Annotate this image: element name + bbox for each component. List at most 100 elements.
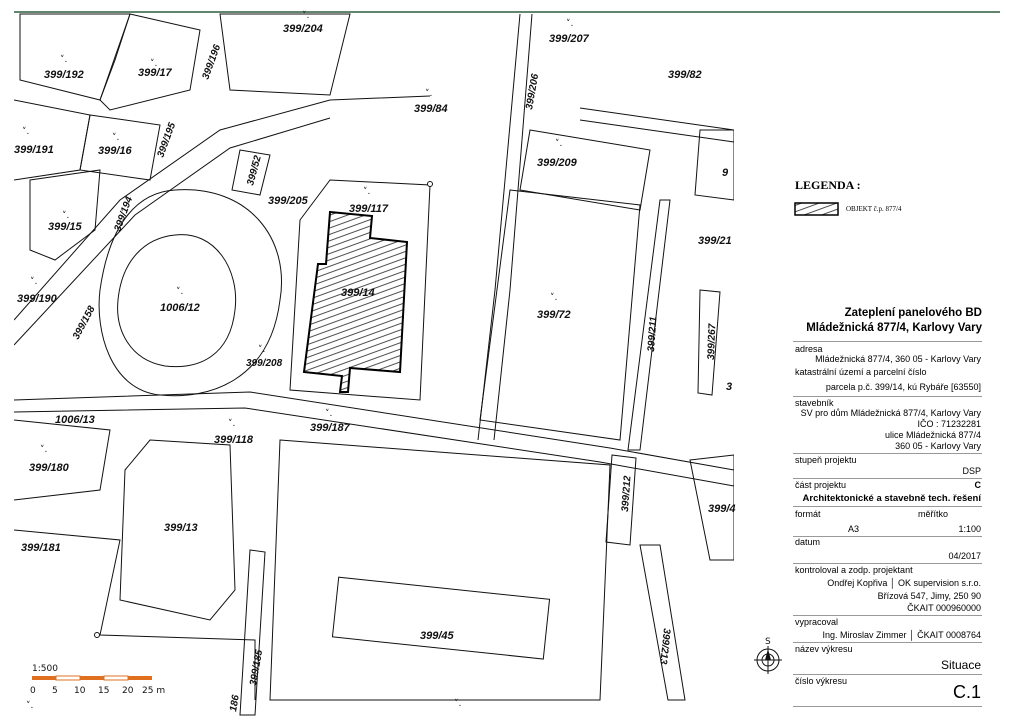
parcel-label: 399/211 (646, 316, 659, 353)
drawing-name-label: název výkresu (795, 644, 853, 654)
scale-bar: 1:500 0 5 10 15 20 25 m (30, 664, 165, 696)
svg-text:˅.: ˅. (26, 701, 33, 711)
project-title-address: Mládežnická 877/4, Karlovy Vary (806, 322, 982, 334)
stage-label: stupeň projektu (795, 455, 857, 465)
parcel-label: 399/192 (44, 69, 84, 81)
scale-tick: 10 (74, 686, 86, 696)
parcel-label: 399/209 (537, 157, 578, 169)
parcel-label: 399/118 (214, 434, 254, 446)
parcel-label: 399/187 (310, 422, 351, 434)
parcel-label: 399/207 (549, 33, 590, 45)
svg-text:˅.: ˅. (555, 139, 562, 149)
parcel-label: 1006/13 (55, 414, 95, 426)
svg-text:˅.: ˅. (325, 409, 332, 419)
cadastre-value: parcela p.č. 399/14, kú Rybáře [63550] (825, 382, 981, 392)
parcel-label: 399/4 (708, 503, 736, 515)
scale-tick: 15 (98, 686, 109, 696)
drawing-name-value: Situace (940, 658, 981, 672)
svg-text:˅.: ˅. (258, 345, 265, 355)
parcel-label: 186 (228, 694, 242, 713)
parcel-label: 3 (726, 381, 732, 393)
checked-label: kontroloval a zodp. projektant (795, 565, 913, 575)
parcel-label: 399/14 (341, 287, 375, 299)
svg-text:˅.: ˅. (302, 11, 309, 21)
parcel-label: 399/72 (537, 309, 571, 321)
drawing-number-label: číslo výkresu (795, 676, 848, 686)
svg-text:˅.: ˅. (30, 277, 37, 287)
svg-text:˅.: ˅. (60, 55, 67, 65)
stage-value: DSP (962, 466, 981, 476)
checked-line: Břízová 547, Jimy, 250 90 (877, 591, 981, 601)
parcel-label: 399/208 (246, 358, 283, 369)
north-arrow-icon: S (754, 637, 782, 674)
parcel-label: 1006/12 (160, 302, 200, 314)
parcel-label: 9 (722, 167, 729, 179)
drawn-label: vypracoval (795, 617, 839, 627)
parcel-label: 399/84 (414, 103, 448, 115)
builder-line: SV pro dům Mládežnická 877/4, Karlovy Va… (800, 408, 981, 418)
svg-text:˅.: ˅. (363, 187, 370, 197)
parcel-label: 399/16 (98, 145, 133, 157)
parcel-labels: ˅.399/192 ˅.399/17 399/196 ˅.399/204 ˅.3… (14, 11, 736, 713)
date-label: datum (795, 537, 821, 547)
scale-value: 1:100 (958, 524, 981, 534)
parcel-label: 399/82 (668, 69, 702, 81)
parcel-label: 399/45 (420, 630, 455, 642)
parcel-label: 399/21 (698, 235, 732, 247)
scale-tick: 5 (52, 686, 58, 696)
svg-text:˅.: ˅. (22, 127, 29, 137)
svg-text:˅.: ˅. (62, 211, 69, 221)
address-value: Mládežnická 877/4, 360 05 - Karlovy Vary (815, 354, 981, 364)
part-label: část projektu (795, 480, 847, 490)
svg-text:˅.: ˅. (112, 133, 119, 143)
project-title: Zateplení panelového BD (844, 307, 982, 319)
scale-tick: 0 (30, 686, 36, 696)
svg-text:˅.: ˅. (566, 19, 573, 29)
parcel-label: 399/191 (14, 144, 54, 156)
part-name: Architektonické a stavebně tech. řešení (802, 493, 981, 504)
date-value: 04/2017 (948, 551, 981, 561)
checked-line: ČKAIT 000960000 (907, 603, 981, 613)
checked-line: Ondřej Kopřiva │ OK supervision s.r.o. (827, 578, 981, 588)
builder-line: IČO : 71232281 (917, 419, 981, 429)
svg-text:S: S (765, 637, 771, 647)
parcel-label: 399/181 (21, 542, 61, 554)
legend-title: LEGENDA : (795, 178, 861, 192)
scale-ratio: 1:500 (32, 664, 58, 674)
parcel-label: 399/13 (164, 522, 198, 534)
svg-text:˅.: ˅. (40, 445, 47, 455)
svg-text:˅.: ˅. (228, 419, 235, 429)
builder-line: ulice Mládežnická 877/4 (884, 430, 981, 440)
parcel-label: 399/180 (29, 462, 70, 474)
parcel-label: 399/212 (620, 475, 634, 512)
scale-label: měřítko (918, 509, 949, 519)
cadastre-label: katastrální území a parcelní číslo (795, 367, 927, 377)
format-label: formát (795, 509, 821, 519)
address-label: adresa (795, 344, 823, 354)
svg-text:˅.: ˅. (150, 59, 157, 69)
drawing-number-value: C.1 (952, 682, 981, 702)
parcel-label: 399/117 (349, 203, 389, 215)
parcel-label: 399/204 (283, 23, 323, 35)
parcel-label: 399/205 (268, 195, 309, 207)
parcel-label: 399/15 (48, 221, 83, 233)
legend-item-label: OBJEKT č.p. 877/4 (846, 205, 902, 213)
parcel-label: 399/17 (138, 67, 173, 79)
svg-text:˅.: ˅. (550, 293, 557, 303)
part-value: C (974, 480, 982, 490)
scale-tick: 20 (122, 686, 134, 696)
svg-text:˅.: ˅. (454, 699, 461, 709)
builder-line: 360 05 - Karlovy Vary (895, 441, 981, 451)
drawn-value: Ing. Miroslav Zimmer │ ČKAIT 0008764 (822, 630, 981, 640)
svg-text:˅.: ˅. (425, 89, 432, 99)
map-linework (14, 13, 734, 716)
parcel-label: 399/267 (706, 323, 718, 360)
builder-label: stavebník (795, 398, 834, 408)
legend-swatch-icon (794, 202, 839, 216)
parcel-label: 399/190 (17, 293, 58, 305)
scale-tick: 25 m (142, 686, 165, 696)
format-value: A3 (848, 524, 860, 534)
svg-text:˅.: ˅. (176, 287, 183, 297)
parcel-label: 399/213 (657, 628, 672, 666)
